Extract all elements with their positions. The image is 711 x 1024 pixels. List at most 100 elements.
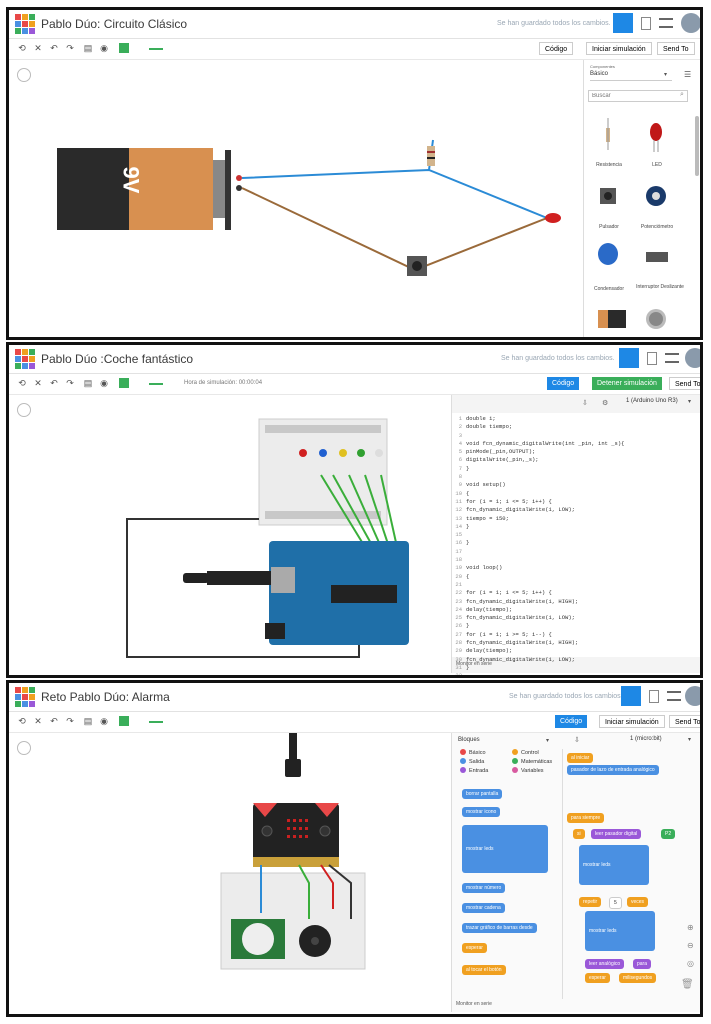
code-line[interactable]: fcn_dynamic_digitalWrite(i, LOW); [466, 506, 575, 514]
view-compass-icon[interactable] [17, 741, 31, 755]
chevron-down-icon[interactable]: ▾ [688, 399, 692, 405]
zoom-out-icon[interactable]: ⊖ [687, 941, 694, 950]
color-picker-icon[interactable] [119, 378, 129, 388]
rotate-icon[interactable]: ⟲ [18, 716, 26, 726]
schematic-view-icon[interactable] [647, 352, 657, 365]
eye-icon[interactable]: ◉ [100, 716, 108, 726]
block-on-button[interactable]: al tocar el botón [462, 965, 506, 975]
code-line[interactable]: void setup() [466, 481, 506, 489]
chevron-down-icon[interactable]: ▾ [688, 737, 692, 743]
wire-type-icon[interactable] [149, 378, 163, 385]
block-show-leds-1[interactable]: mostrar leds [579, 845, 649, 885]
components-scrollbar[interactable] [695, 116, 699, 176]
list-view-icon[interactable] [665, 353, 679, 363]
block-wait[interactable]: esperar [462, 943, 487, 953]
delete-icon[interactable]: ✕ [34, 716, 42, 726]
zoom-in-icon[interactable]: ⊕ [687, 923, 694, 932]
components-select[interactable]: Básico [590, 68, 672, 81]
download-icon[interactable]: ⇩ [574, 737, 580, 744]
block-repeat[interactable]: repetir [579, 897, 602, 907]
pin-value[interactable]: P2 [661, 829, 676, 839]
component-capacitor[interactable]: Condensador [593, 286, 625, 292]
send-to-button[interactable]: Send To [669, 377, 700, 390]
block-show-leds-2[interactable]: mostrar leds [585, 911, 655, 951]
eye-icon[interactable]: ◉ [100, 378, 108, 388]
device-select[interactable]: 1 (micro:bit) [630, 736, 662, 742]
debug-icon[interactable]: ⚙ [602, 400, 609, 407]
schematic-view-icon[interactable] [649, 690, 659, 703]
design-title[interactable]: Pablo Dúo :Coche fantástico [41, 352, 194, 366]
code-line[interactable]: void loop() [466, 564, 503, 572]
code-line[interactable]: } [466, 622, 470, 630]
category-control[interactable]: Control [512, 749, 539, 756]
code-line[interactable]: digitalWrite(_pin,_s); [466, 456, 539, 464]
schematic-view-icon[interactable] [641, 17, 651, 30]
user-avatar[interactable] [685, 348, 700, 368]
code-line[interactable]: double i; [466, 415, 496, 422]
block-show-number[interactable]: mostrar número [462, 883, 506, 893]
send-to-button[interactable]: Send To [657, 42, 695, 55]
design-title[interactable]: Reto Pablo Dúo: Alarma [41, 690, 170, 704]
stop-simulation-button[interactable]: Detener simulación [592, 377, 662, 390]
code-line[interactable] [466, 473, 624, 481]
component-potentiometer[interactable]: Potenciómetro [640, 224, 674, 230]
code-line[interactable]: { [466, 489, 470, 497]
code-line[interactable]: void fcn_dynamic_digitalWrite(int _pin, … [466, 439, 625, 447]
category-basic[interactable]: Básico [460, 749, 486, 756]
code-line[interactable]: } [466, 522, 470, 530]
block-read-digital[interactable]: leer pasador digital [591, 829, 642, 839]
block-bar-graph[interactable]: trazar gráfico de barras desde [462, 923, 537, 933]
code-button[interactable]: Código [555, 715, 588, 728]
code-line[interactable]: for (i = 1; i >= 5; i--) { [466, 630, 552, 638]
code-line[interactable]: delay(tiempo); [466, 647, 513, 655]
block-analog-pin[interactable]: pasador de lazo de entrada analógico [567, 765, 659, 775]
circuit-view-icon[interactable] [613, 13, 633, 33]
code-line[interactable] [466, 581, 624, 589]
rotate-icon[interactable]: ⟲ [18, 378, 26, 388]
send-to-button[interactable]: Send To [669, 715, 700, 728]
block-read-analog[interactable]: leer analógico [585, 959, 625, 969]
code-button[interactable]: Código [547, 377, 580, 390]
category-output[interactable]: Salida [460, 758, 484, 765]
code-line[interactable] [466, 672, 624, 675]
chevron-down-icon[interactable]: ▾ [664, 72, 668, 78]
start-simulation-button[interactable]: Iniciar simulación [586, 42, 652, 55]
view-compass-icon[interactable] [17, 68, 31, 82]
list-view-icon[interactable] [667, 691, 681, 701]
notes-icon[interactable]: ▤ [83, 378, 93, 388]
tinkercad-logo[interactable] [15, 349, 35, 369]
color-picker-icon[interactable] [119, 43, 129, 53]
tinkercad-logo[interactable] [15, 14, 35, 34]
code-line[interactable]: fcn_dynamic_digitalWrite(i, LOW); [466, 655, 575, 663]
block-show-leds[interactable]: mostrar leds [462, 825, 548, 873]
blocks-select[interactable]: Bloques [458, 737, 480, 743]
block-milliseconds[interactable]: milisegundos [619, 973, 657, 983]
circuit-canvas[interactable] [9, 733, 449, 1014]
notes-icon[interactable]: ▤ [83, 43, 93, 53]
code-line[interactable]: for (i = 1; i <= 5; i++) { [466, 497, 552, 505]
repeat-count[interactable]: 5 [609, 897, 622, 909]
block-times[interactable]: veces [627, 897, 649, 907]
category-variables[interactable]: Variables [512, 767, 544, 774]
undo-icon[interactable]: ↶ [50, 378, 58, 388]
chevron-down-icon[interactable]: ▾ [546, 738, 550, 744]
block-on-start[interactable]: al iniciar [567, 753, 594, 763]
wire-type-icon[interactable] [149, 716, 163, 723]
circuit-view-icon[interactable] [619, 348, 639, 368]
code-line[interactable] [466, 432, 624, 440]
category-input[interactable]: Entrada [460, 767, 488, 774]
redo-icon[interactable]: ↷ [66, 378, 74, 388]
component-resistor[interactable]: Resistencia [596, 162, 622, 168]
code-text[interactable]: double i;double tiempo; void fcn_dynamic… [466, 415, 625, 675]
rotate-icon[interactable]: ⟲ [18, 43, 26, 53]
code-line[interactable]: delay(tiempo); [466, 605, 513, 613]
code-button[interactable]: Código [539, 42, 574, 55]
undo-icon[interactable]: ↶ [50, 716, 58, 726]
component-pushbutton[interactable]: Pulsador [599, 224, 619, 230]
block-show-icon[interactable]: mostrar icono [462, 807, 501, 817]
color-picker-icon[interactable] [119, 716, 129, 726]
code-line[interactable]: } [466, 663, 470, 671]
block-wait-2[interactable]: esperar [585, 973, 610, 983]
code-line[interactable]: } [466, 464, 470, 472]
